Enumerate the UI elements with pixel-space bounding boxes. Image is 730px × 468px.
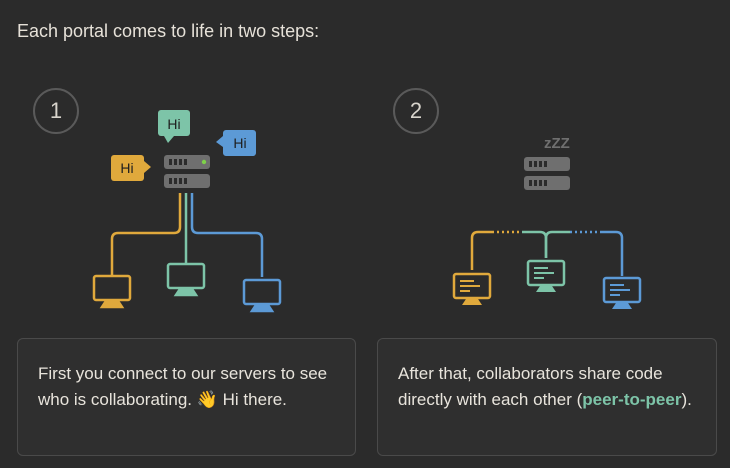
monitor-blue-code-icon xyxy=(602,276,642,309)
step-2-illustration: zZZ xyxy=(452,135,642,309)
svg-text:Hi: Hi xyxy=(120,160,133,176)
peer-to-peer-highlight: peer-to-peer xyxy=(582,390,682,409)
speech-bubble-orange: Hi xyxy=(111,155,151,181)
step-2-text-part1: After that, collaborators share code dir… xyxy=(398,364,663,409)
monitor-orange-code-icon xyxy=(452,272,492,305)
svg-text:Hi: Hi xyxy=(167,116,180,132)
step-2-number: 2 xyxy=(393,88,439,134)
step-1-text-part1: First you connect to our servers to see … xyxy=(38,364,328,409)
speech-bubble-green: Hi xyxy=(158,110,190,143)
server-icon xyxy=(164,155,210,188)
blue-connection xyxy=(190,193,264,277)
step-1-text-part2: Hi there. xyxy=(222,390,287,409)
peer-connections xyxy=(470,230,624,276)
sleep-zzz-text: zZZ xyxy=(544,135,570,152)
monitor-green-icon xyxy=(166,262,206,297)
connection-lines xyxy=(110,193,264,277)
step-2-card: After that, collaborators share code dir… xyxy=(377,338,717,456)
step-1-card: First you connect to our servers to see … xyxy=(17,338,356,456)
server-icon-idle xyxy=(524,157,570,190)
orange-connection xyxy=(110,193,182,277)
step-2-text-part2: ). xyxy=(681,390,692,409)
step-1-number: 1 xyxy=(33,88,79,134)
monitor-blue-icon xyxy=(242,278,282,313)
speech-bubble-blue: Hi xyxy=(216,130,256,156)
monitor-green-code-icon xyxy=(526,259,566,292)
heading: Each portal comes to life in two steps: xyxy=(17,21,320,41)
svg-text:Hi: Hi xyxy=(233,135,246,151)
step-1-illustration: Hi Hi Hi xyxy=(92,110,282,313)
monitor-orange-icon xyxy=(92,274,132,309)
